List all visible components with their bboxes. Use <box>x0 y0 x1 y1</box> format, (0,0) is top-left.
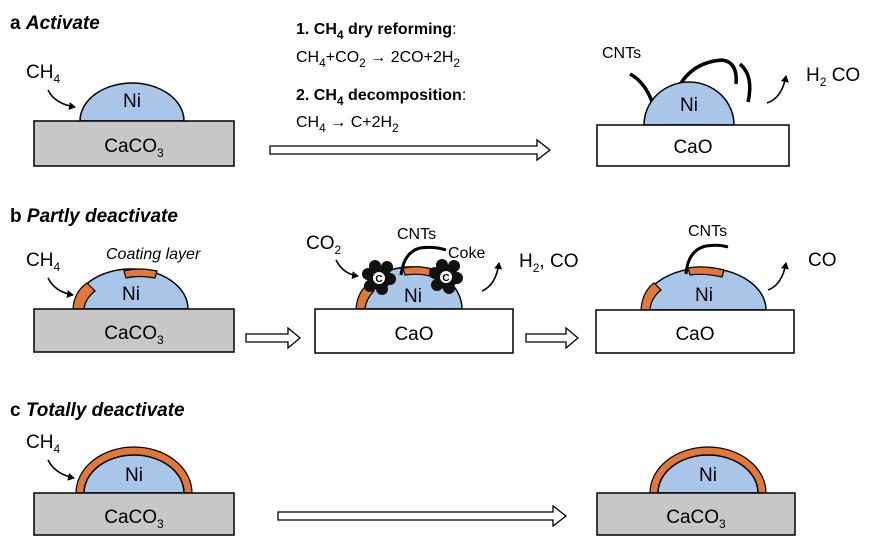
ni-particle <box>643 81 735 126</box>
cnt-strand <box>629 72 655 105</box>
coating-layer-label: Coating layer <box>106 246 201 263</box>
cnt-strand <box>399 245 447 276</box>
ch4-arrow <box>47 277 74 298</box>
cnt-strand <box>738 62 752 103</box>
ch4-arrow <box>47 459 75 481</box>
caco3-support <box>33 308 235 353</box>
ch4-arrow <box>47 89 76 111</box>
panel-c-final-catalyst: Ni CaCO3 <box>596 446 796 536</box>
ni-particle <box>657 454 759 494</box>
caco3-support <box>33 492 235 536</box>
panel-b-heading: b Partly deactivate <box>10 206 178 227</box>
ni-particle <box>83 454 185 494</box>
cnt-strand <box>684 243 729 275</box>
panel-b-middle-catalyst: C C Ni CaO CO2 CNTs Coke H2, CO <box>306 226 578 354</box>
coating-layer <box>687 266 725 278</box>
coating-layer <box>402 266 433 277</box>
coke-c-label: C <box>375 274 382 285</box>
cao-support <box>596 124 790 167</box>
cnts-label: CNTs <box>602 45 641 62</box>
product-arrow <box>767 262 789 291</box>
cao-support <box>314 308 514 354</box>
product-arrow <box>766 75 789 104</box>
panel-c-heading: c Totally deactivate <box>10 400 185 421</box>
cao-label: CaO <box>394 324 433 345</box>
panel-b-arrow-2 <box>525 326 580 350</box>
ch4-label: CH4 <box>26 62 60 86</box>
ni-label: Ni <box>404 286 422 307</box>
ni-label: Ni <box>695 285 713 306</box>
panel-a-initial-catalyst: Ni CaCO3 CH4 <box>26 62 235 167</box>
reaction-1-equation: CH4+CO2 → 2CO+2H2 <box>296 49 460 70</box>
coating-layer <box>640 282 662 311</box>
co2-arrow <box>335 259 359 280</box>
cnts-label: CNTs <box>688 223 727 240</box>
panel-b-initial-catalyst: Ni CaCO3 CH4 Coating layer <box>26 246 235 353</box>
panel-a-final-catalyst: Ni CaO CNTs H2 CO <box>596 45 860 167</box>
reaction-2-title: 2. CH4 decomposition: <box>296 87 466 108</box>
co2-label: CO2 <box>306 233 342 257</box>
coke-c-label: C <box>442 273 449 284</box>
reaction-1-title: 1. CH4 dry reforming: <box>296 21 457 42</box>
caco3-label: CaCO3 <box>104 136 164 160</box>
panel-a-heading: a Activate <box>10 13 100 34</box>
panel-a-process-arrow <box>269 138 552 162</box>
ni-label: Ni <box>680 95 698 116</box>
panel-c-process-arrow <box>277 504 568 528</box>
caco3-support <box>33 120 235 167</box>
panel-b-final-catalyst: Ni CaO CNTs CO <box>595 223 837 354</box>
ni-label: Ni <box>122 284 140 305</box>
coating-layer <box>123 268 158 279</box>
caco3-label: CaCO3 <box>104 507 164 531</box>
reaction-2-equation: CH4 → C+2H2 <box>296 114 399 135</box>
h2-co-product-label: H2, CO <box>519 251 578 275</box>
panel-c-initial-catalyst: Ni CaCO3 CH4 <box>26 432 235 536</box>
coke-particle: C <box>429 259 463 294</box>
cnt-strand <box>676 58 738 89</box>
co-product-label: CO <box>808 250 837 271</box>
ni-label: Ni <box>699 465 717 486</box>
product-arrow <box>481 262 503 292</box>
ch4-label: CH4 <box>26 250 60 274</box>
cao-label: CaO <box>673 137 712 158</box>
cao-label: CaO <box>675 324 714 345</box>
h2-co-product-label: H2 CO <box>806 65 860 89</box>
ni-particle <box>79 82 185 122</box>
cao-support <box>595 309 795 354</box>
ni-label: Ni <box>125 465 143 486</box>
cnts-label: CNTs <box>397 226 436 243</box>
ni-label: Ni <box>123 91 141 112</box>
caco3-label: CaCO3 <box>104 323 164 347</box>
coating-layer <box>72 282 96 310</box>
caco3-label: CaCO3 <box>666 507 726 531</box>
caco3-support <box>596 492 796 536</box>
ch4-label: CH4 <box>26 432 60 456</box>
reaction-list: 1. CH4 dry reforming: CH4+CO2 → 2CO+2H2 … <box>296 21 466 135</box>
coke-label: Coke <box>448 245 485 262</box>
coke-particle: C <box>362 260 396 295</box>
panel-b-arrow-1 <box>245 326 302 350</box>
